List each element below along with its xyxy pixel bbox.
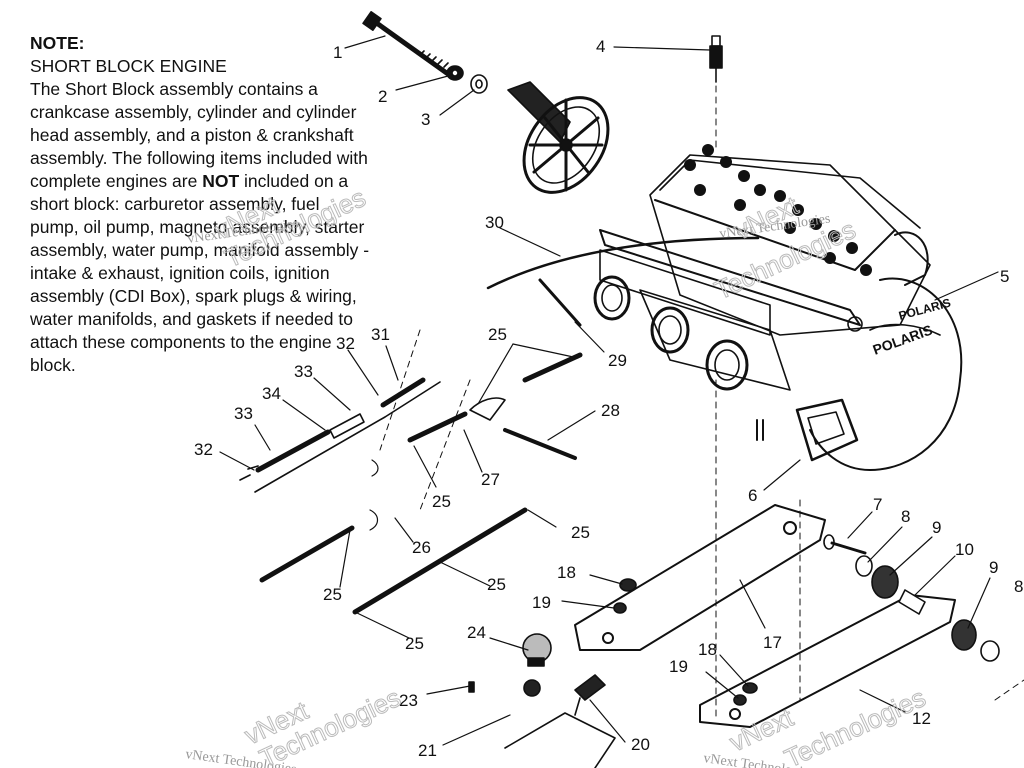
callout-33: 33 [294,362,313,381]
callout-2: 2 [378,87,387,106]
callout-4: 4 [596,37,605,56]
callout-5: 5 [1000,267,1009,286]
alignment-lines [379,329,1024,721]
callout-33: 33 [234,404,253,423]
callout-27: 27 [481,470,500,489]
part-strap [538,278,582,327]
callout-31: 31 [371,325,390,344]
part-cdi-box [756,398,859,462]
callout-18: 18 [698,640,717,659]
callout-25: 25 [571,523,590,542]
callout-18: 18 [557,563,576,582]
callout-19: 19 [532,593,551,612]
note-subheading: SHORT BLOCK ENGINE [30,56,227,76]
callout-8: 8 [901,507,910,526]
part-primer [468,633,616,768]
part-carburetor-intakes [593,275,749,391]
part-hoses-left [239,352,583,615]
callout-7: 7 [873,495,882,514]
callout-10: 10 [955,540,974,559]
part-collar [470,74,488,94]
part-spark-plug [709,35,723,151]
callout-3: 3 [421,110,430,129]
part-mount-bracket-17 [574,504,826,651]
part-drive-clutch [507,81,610,194]
callout-24: 24 [467,623,486,642]
callout-23: 23 [399,691,418,710]
callout-17: 17 [763,633,782,652]
note-block: NOTE: SHORT BLOCK ENGINE The Short Block… [30,32,370,377]
callout-25: 25 [323,585,342,604]
note-body-part1: The Short Block assembly contains a cran… [30,79,368,191]
callout-6: 6 [748,486,757,505]
part-hose-29 [503,428,577,460]
callout-25: 25 [432,492,451,511]
part-bolt-long [362,11,451,77]
callout-9: 9 [989,558,998,577]
callout-25: 25 [405,634,424,653]
callout-21: 21 [418,741,437,760]
callout-32: 32 [336,334,355,353]
engine-assembly: POLARIS POLARIS [599,144,963,471]
callout-25: 25 [488,325,507,344]
callout-12: 12 [912,709,931,728]
watermark-big: vNext [730,190,804,246]
callout-leaders [219,35,999,746]
callout-29: 29 [608,351,627,370]
callout-19: 19 [669,657,688,676]
note-body-part2: included on a short block: carburetor as… [30,171,370,375]
callout-1: 1 [333,43,342,62]
part-cable [486,236,760,290]
note-heading: NOTE: [30,33,85,53]
callout-32: 32 [194,440,213,459]
callout-20: 20 [631,735,650,754]
watermark-big: Technologies [780,682,930,768]
note-body-bold: NOT [202,171,240,191]
callout-8: 8 [1014,577,1023,596]
svg-text:POLARIS: POLARIS [897,296,952,323]
callout-26: 26 [412,538,431,557]
callout-30: 30 [485,213,504,232]
callout-28: 28 [601,401,620,420]
callout-34: 34 [262,384,281,403]
callout-9: 9 [932,518,941,537]
watermarks: vNext Technologies vNext Technologies vN… [184,182,930,768]
callout-25: 25 [487,575,506,594]
